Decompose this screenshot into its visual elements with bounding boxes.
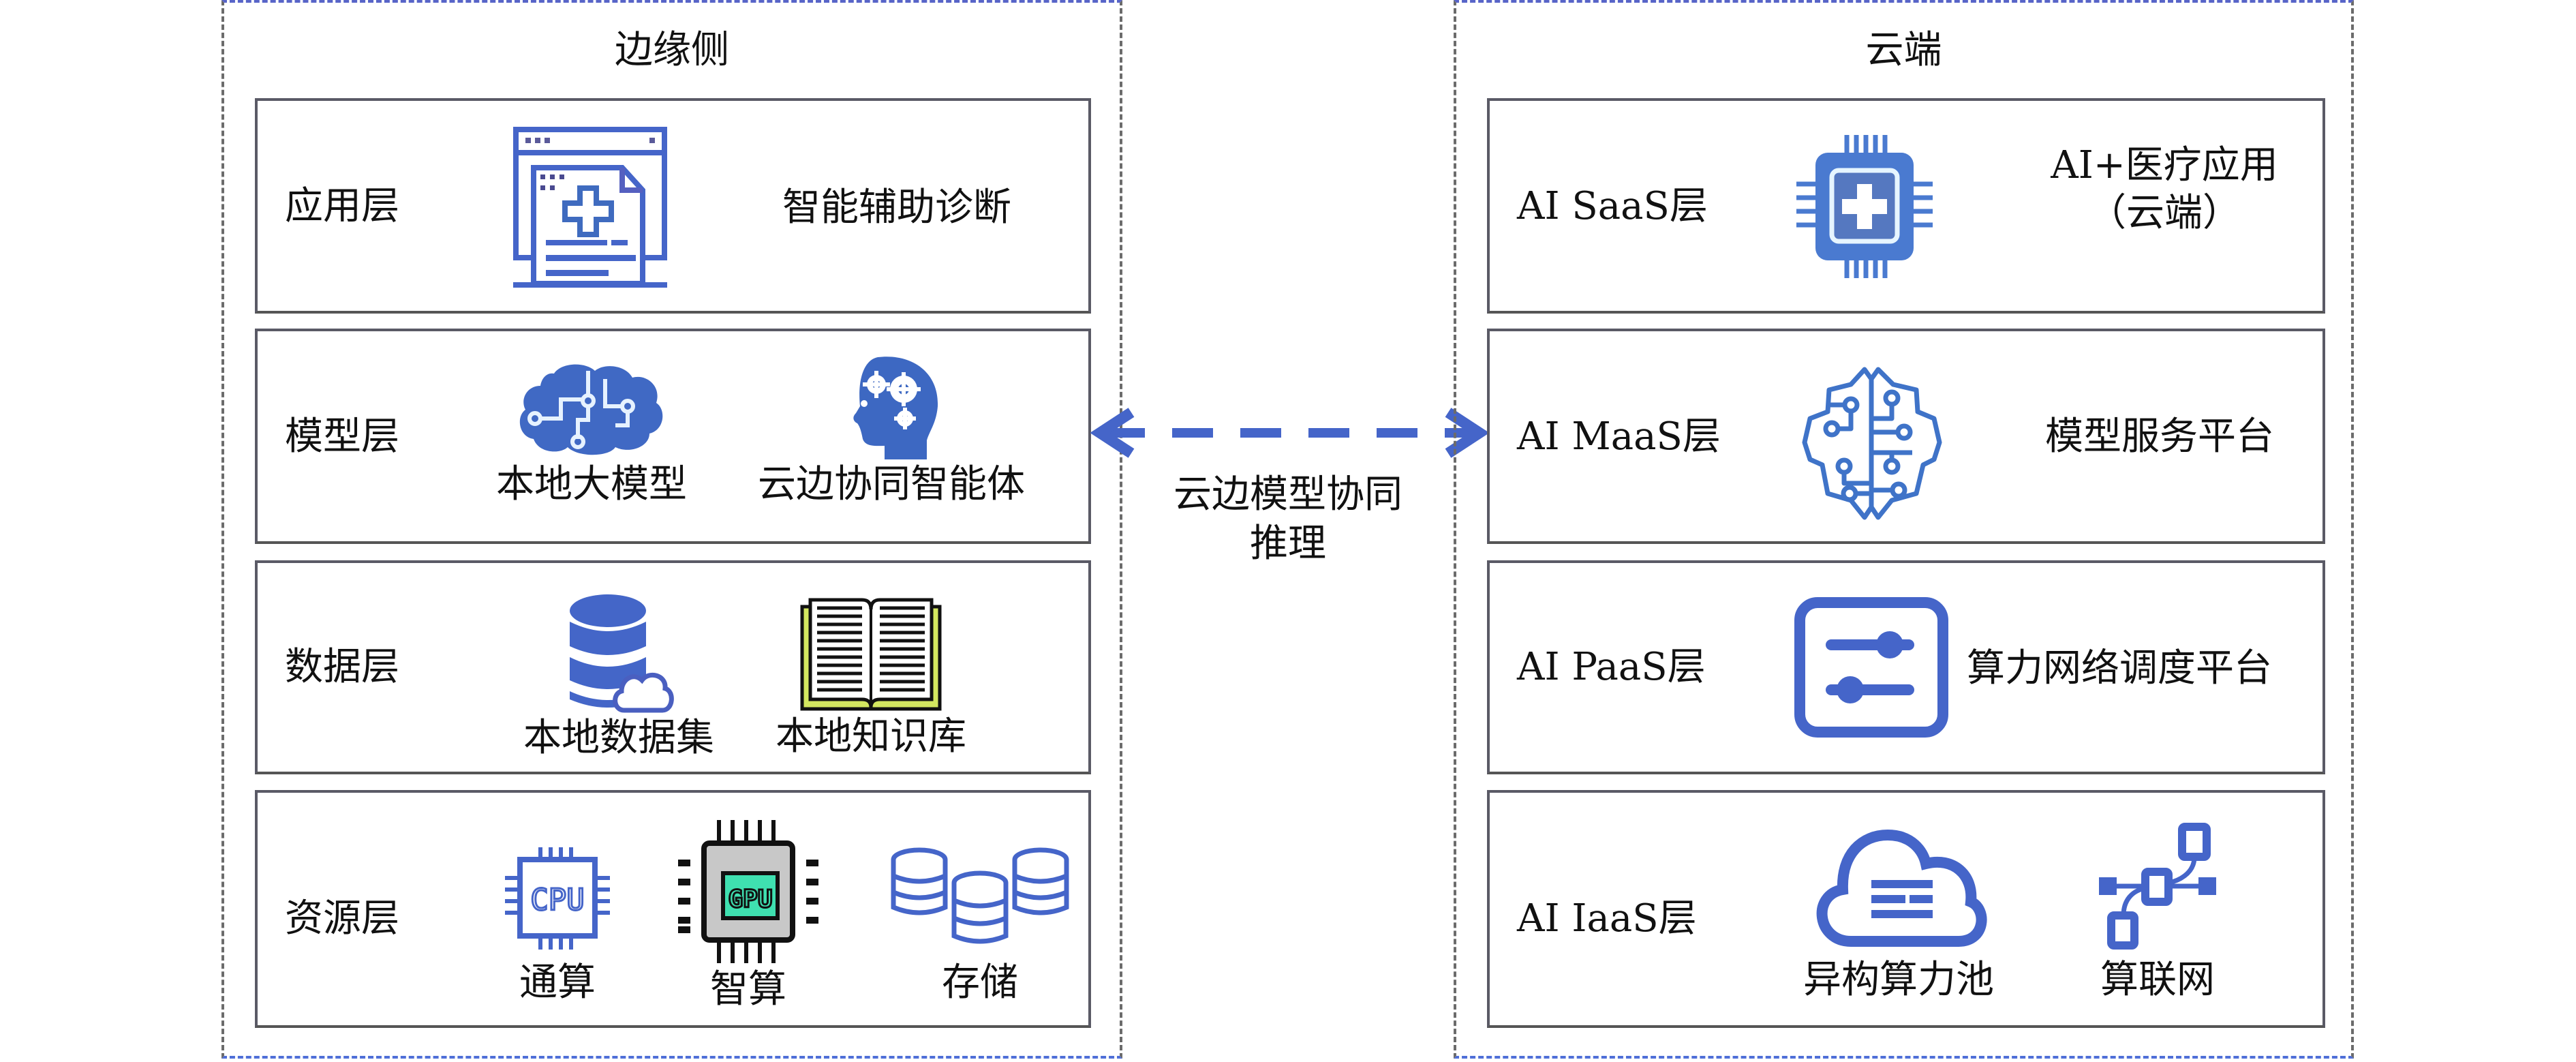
- intelligent-compute-item: GPU 智算: [666, 820, 830, 1014]
- link-label-line1: 云边模型协同: [1174, 472, 1402, 517]
- item-label: 存储: [942, 960, 1018, 1005]
- item-label: 通算: [519, 960, 596, 1005]
- cloud-layer-saas: AI SaaS层 AI+医疗应用 （云端）: [1487, 98, 2325, 314]
- edge-layer-data: 数据层 本地数据集: [255, 560, 1091, 774]
- compute-network-item: 算联网: [2083, 820, 2233, 1004]
- layer-side-text: AI+医疗应用 （云端）: [2021, 142, 2307, 237]
- cloud-title: 云端: [1865, 28, 1942, 72]
- heterogeneous-pool-item: 异构算力池: [1776, 820, 2021, 1004]
- network-nodes-icon: [2099, 823, 2216, 950]
- item-label: 云边协同智能体: [758, 462, 1025, 506]
- brain-circuit-icon: [519, 364, 663, 455]
- item-label: 本地数据集: [523, 716, 714, 760]
- brain-outline-item: [1790, 364, 1953, 521]
- item-label: 本地大模型: [496, 462, 687, 506]
- layer-name: 数据层: [285, 645, 399, 689]
- item-label: 异构算力池: [1803, 958, 1994, 1002]
- open-book-icon: [800, 598, 942, 711]
- cpu-chip-icon: CPU: [505, 847, 610, 950]
- cloud-layer-paas: AI PaaS层 算力网络调度平台: [1487, 560, 2325, 774]
- gpu-chip-icon: GPU: [678, 820, 818, 963]
- storage-item: 存储: [885, 847, 1075, 1007]
- edge-container: 边缘侧 应用层: [221, 0, 1122, 1059]
- medical-chip-item: [1790, 135, 1939, 278]
- general-compute-item: CPU 通算: [489, 847, 626, 1007]
- gpu-chip-text: GPU: [728, 885, 772, 913]
- database-cloud-icon: [570, 594, 674, 713]
- layer-name: AI SaaS层: [1517, 184, 1708, 228]
- slider-settings-icon: [1794, 597, 1948, 738]
- edge-layer-model: 模型层 本地大模型: [255, 329, 1091, 544]
- slider-settings-item: [1790, 596, 1953, 739]
- cpu-chip-text: CPU: [530, 883, 584, 917]
- medical-chip-icon: [1796, 135, 1933, 278]
- head-gears-icon: [853, 356, 938, 459]
- storage-cylinders-icon: [891, 847, 1069, 944]
- arrowhead-left-icon: [1090, 408, 1135, 458]
- medical-document-icon: [513, 127, 667, 288]
- item-label: 智算: [710, 967, 786, 1012]
- cloud-container: 云端 AI SaaS层 AI+医疗应用: [1454, 0, 2354, 1059]
- edge-title: 边缘侧: [615, 28, 729, 72]
- local-dataset-item: 本地数据集: [496, 592, 741, 762]
- edge-layer-application: 应用层 智能辅助诊断: [255, 98, 1091, 314]
- bidirectional-dashed-arrow: [1090, 408, 1489, 458]
- layer-side-text: 算力网络调度平台: [1967, 646, 2272, 691]
- side-text-line1: AI+医疗应用: [2051, 143, 2278, 187]
- layer-side-text: 智能辅助诊断: [782, 185, 1011, 230]
- cloud-server-icon: [1816, 829, 1987, 947]
- brain-outline-circuit-icon: [1802, 367, 1942, 520]
- layer-name: 资源层: [285, 896, 399, 941]
- link-label-line2: 推理: [1250, 521, 1326, 566]
- medical-document-item: [510, 125, 673, 289]
- item-label: 本地知识库: [776, 714, 966, 759]
- layer-side-text: 模型服务平台: [2045, 414, 2274, 459]
- layer-name: AI PaaS层: [1517, 645, 1706, 689]
- edge-layer-resource: 资源层 CPU 通算: [255, 790, 1091, 1028]
- local-knowledge-base-item: 本地知识库: [748, 597, 994, 761]
- layer-name: AI MaaS层: [1517, 414, 1721, 459]
- layer-name: AI IaaS层: [1517, 896, 1697, 941]
- link-label: 云边模型协同 推理: [1124, 470, 1452, 568]
- cloud-layer-maas: AI MaaS层: [1487, 329, 2325, 544]
- arrowhead-right-icon: [1445, 408, 1489, 458]
- cloud-edge-agent-item: 云边协同智能体: [735, 352, 1048, 509]
- local-llm-item: 本地大模型: [476, 359, 707, 509]
- layer-name: 模型层: [285, 414, 399, 459]
- item-label: 算联网: [2100, 958, 2215, 1002]
- side-text-line2: （云端）: [2088, 191, 2241, 235]
- cloud-layer-iaas: AI IaaS层 异构算力池: [1487, 790, 2325, 1028]
- layer-name: 应用层: [285, 184, 399, 228]
